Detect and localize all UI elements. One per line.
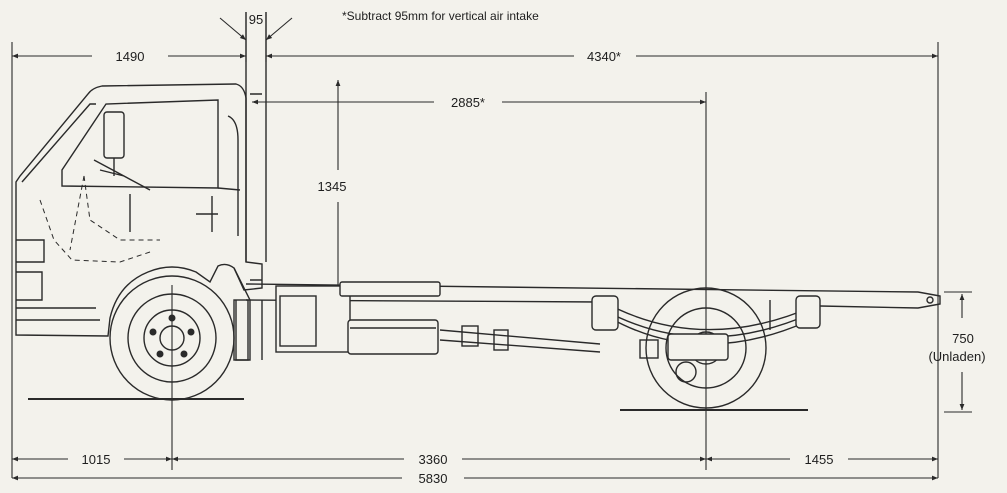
cab-mount [233,267,251,361]
tank-box [275,285,351,353]
door-top [217,187,241,191]
extension-lines [11,12,939,478]
top-dimensions: 95 1490 4340* 2885* 1345 [12,12,938,292]
driveshaft [439,329,601,353]
bumper-upper [16,271,43,301]
wheelbase-label: 3360 [419,452,448,467]
cab-outline [15,83,263,337]
diff-cover [675,361,697,383]
intake-width-label: 95 [249,12,263,27]
spring-hanger-front [591,295,619,331]
cab-height-label: 1345 [318,179,347,194]
door-detail [129,194,218,232]
bottom-dimensions: 1015 3360 1455 5830 [12,452,938,486]
silencer [347,319,439,355]
overall-length-label: 5830 [419,471,448,486]
differential [667,333,729,361]
side-window [61,99,219,189]
truck-drawing [15,12,941,409]
rear-wheel [645,287,767,409]
u-joint-a [461,325,479,347]
cab-to-axle-label: 2885* [451,95,485,110]
frame-height-label: 750 [952,331,974,346]
steering-wheel [93,159,151,191]
u-joint-c [639,339,659,359]
headlight [16,239,45,263]
air-intake-pipe [245,12,267,262]
mirror [103,111,125,159]
front-overhang-label: 1015 [82,452,111,467]
intake-arrow-left [219,17,247,41]
ground-lines [28,398,808,411]
windscreen-edge [21,103,96,183]
intake-arrow-right [265,17,293,41]
spring-hanger [233,299,249,361]
interior-dashed [39,199,151,263]
cab-to-end-label: 4340* [587,49,621,64]
seat-outline [69,175,160,251]
rear-overhang-label: 1455 [805,452,834,467]
frame-end-hole [926,296,934,304]
frame-height-dimension: 750 (Unladen) [928,291,986,413]
cab-back-panel [227,115,239,236]
air-intake-note: *Subtract 95mm for vertical air intake [342,9,539,23]
intake-bands [250,93,262,281]
front-overhang-top-label: 1490 [116,49,145,64]
spring-hanger-rear [795,295,821,329]
battery-box [339,281,441,297]
u-joint-b [493,329,509,351]
frame-height-note: (Unladen) [928,349,985,364]
tank-inner [279,295,317,347]
